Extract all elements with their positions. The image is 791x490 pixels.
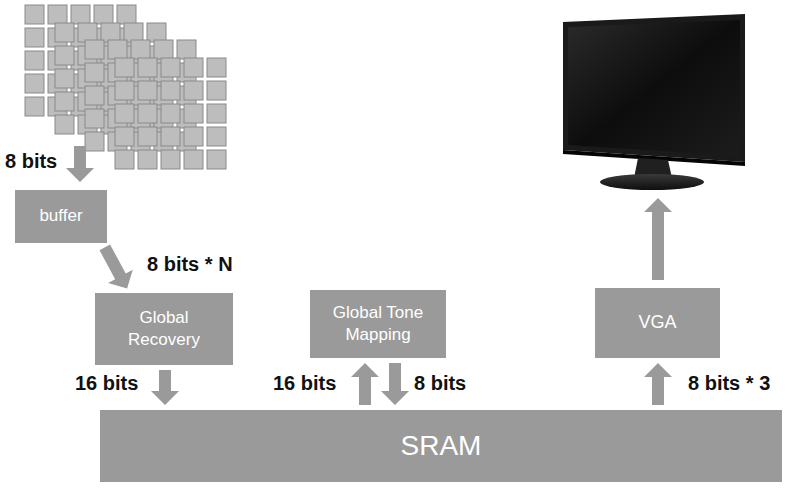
process-box: buffer — [15, 190, 107, 243]
pixel — [55, 92, 74, 111]
block-arrow — [351, 363, 379, 405]
process-box: VGA — [595, 288, 720, 358]
pixel — [101, 23, 120, 42]
pixel-grid — [85, 40, 196, 151]
pixel — [85, 63, 104, 82]
block-arrow — [100, 245, 133, 289]
pixel — [161, 127, 180, 146]
block-arrow — [644, 363, 672, 405]
pixel — [25, 74, 44, 93]
pixel — [55, 46, 74, 65]
pixel — [85, 132, 104, 151]
box-label: buffer — [39, 205, 82, 227]
pixel — [131, 40, 150, 59]
block-arrow — [381, 363, 409, 405]
pixel — [154, 40, 173, 59]
output-arrow — [644, 198, 672, 280]
pixel — [25, 97, 44, 116]
pixel — [25, 28, 44, 47]
pixel — [117, 5, 136, 24]
pixel — [115, 104, 134, 123]
process-box: Global Tone Mapping — [310, 290, 446, 358]
pixel — [115, 150, 134, 169]
pixel-grid — [25, 5, 136, 116]
process-box: Global Recovery — [95, 293, 233, 365]
pixel — [184, 127, 203, 146]
pixel — [85, 109, 104, 128]
bit-width-label: 8 bits — [414, 372, 466, 394]
bit-width-label: 8 bits * 3 — [688, 372, 770, 394]
box-label: VGA — [638, 311, 676, 334]
pixel-grid-stack — [25, 5, 226, 169]
pixel — [138, 104, 157, 123]
pixel — [207, 150, 226, 169]
pixel — [25, 51, 44, 70]
pixel — [184, 81, 203, 100]
bit-width-label: 8 bits * N — [147, 253, 233, 275]
pixel — [94, 5, 113, 24]
pixel — [184, 104, 203, 123]
pixel — [161, 58, 180, 77]
pixel — [78, 23, 97, 42]
box-label: SRAM — [401, 428, 482, 464]
pixel — [55, 23, 74, 42]
block-arrow — [151, 370, 179, 405]
pixel — [161, 104, 180, 123]
pixel — [85, 86, 104, 105]
pixel — [85, 40, 104, 59]
pixel — [161, 81, 180, 100]
bit-width-label: 16 bits — [273, 372, 336, 394]
pixel — [161, 150, 180, 169]
pixel — [207, 58, 226, 77]
pixel — [48, 5, 67, 24]
pixel — [184, 150, 203, 169]
box-label: Global Tone Mapping — [320, 302, 436, 346]
pixel — [108, 40, 127, 59]
pixel — [138, 58, 157, 77]
pixel — [138, 150, 157, 169]
pixel — [124, 23, 143, 42]
pixel — [55, 115, 74, 134]
pixel-grid — [115, 58, 226, 169]
pixel-grid — [55, 23, 166, 134]
pixel — [147, 23, 166, 42]
pixel — [115, 127, 134, 146]
bit-width-label: 8 bits — [5, 150, 57, 172]
pixel — [25, 5, 44, 24]
pixel — [115, 81, 134, 100]
box-label: Global Recovery — [105, 307, 223, 351]
pixel — [207, 104, 226, 123]
input-arrow — [66, 146, 94, 182]
pixel — [184, 58, 203, 77]
pixel — [71, 5, 90, 24]
pixel — [138, 81, 157, 100]
bit-width-label: 16 bits — [75, 372, 138, 394]
pixel — [115, 58, 134, 77]
monitor-illustration — [563, 14, 745, 190]
pixel — [207, 81, 226, 100]
pixel — [138, 127, 157, 146]
pixel — [55, 69, 74, 88]
pixel — [207, 127, 226, 146]
pixel — [177, 40, 196, 59]
memory-bar: SRAM — [100, 410, 782, 482]
